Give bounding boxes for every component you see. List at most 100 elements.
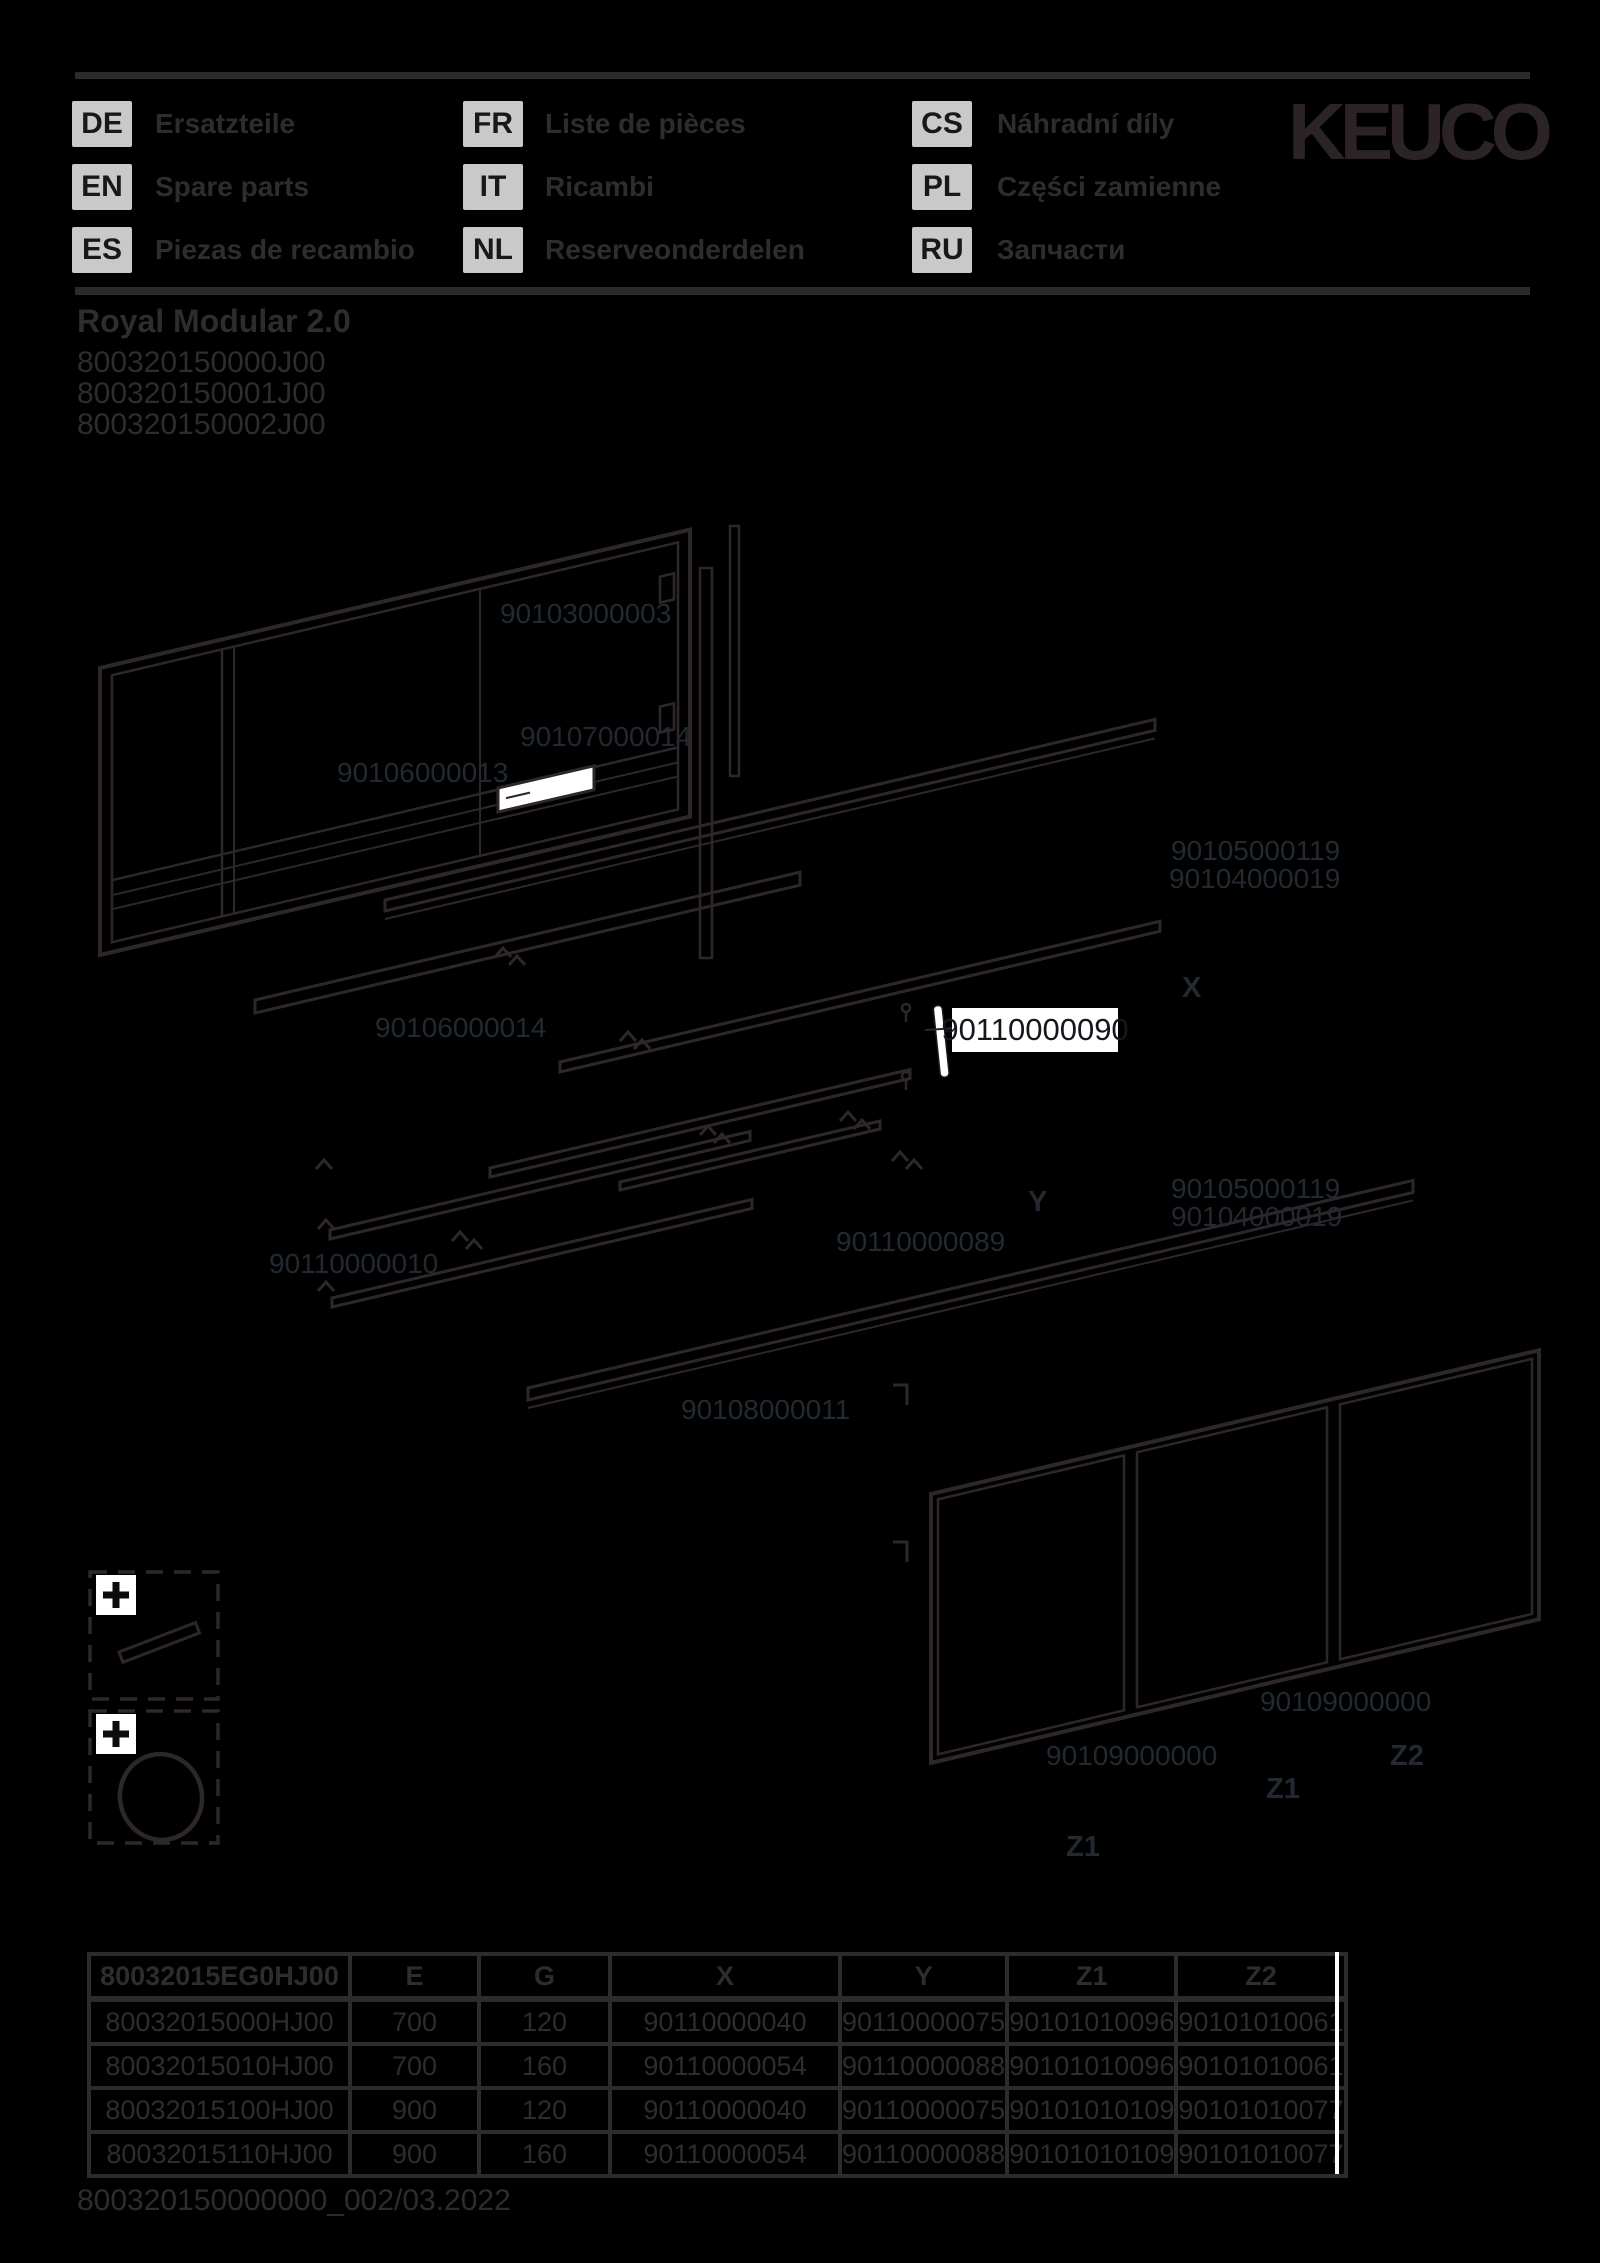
cell-x: 90110000054: [608, 2130, 842, 2178]
top-rule: [75, 72, 1530, 79]
part-label: 90107000014: [520, 721, 692, 752]
dimension-label-y: Y: [1028, 1186, 1048, 1218]
panel-bracket: [893, 1385, 907, 1405]
language-label-pl: Części zamienne: [997, 171, 1222, 202]
cell-z1: 90101010096: [1005, 2042, 1179, 2090]
document-number: 800320150000000_002/03.2022: [77, 2184, 511, 2217]
part-label: 90105000119: [1171, 1173, 1341, 1204]
language-badge-fr: FR: [463, 101, 523, 147]
cell-z2: 90101010061: [1174, 1997, 1348, 2046]
language-row-it: IT Ricambi: [463, 164, 654, 210]
language-row-pl: PL Części zamienne: [912, 164, 1221, 210]
column-header-y: Y: [837, 1952, 1010, 2002]
plus-icon: [96, 1714, 136, 1754]
hinge-pin-part: [933, 1005, 949, 1078]
language-badge-es: ES: [72, 227, 132, 273]
plus-icon: [96, 1575, 136, 1615]
side-profiles: [700, 526, 739, 958]
language-label-es: Piezas de recambio: [155, 234, 415, 265]
model-suffix: 0HJ00: [259, 1960, 339, 1991]
cell-e: 700: [348, 1997, 481, 2046]
language-badge-ru: RU: [912, 227, 972, 273]
cell-model: 80032015110HJ00: [87, 2130, 352, 2178]
column-header-x: X: [608, 1952, 842, 2002]
part-label: 90106000013: [337, 757, 509, 788]
product-code: 800320150000J00: [77, 346, 326, 379]
led-driver-part: [498, 766, 594, 812]
cell-x: 90110000040: [608, 2086, 842, 2134]
cell-g: 160: [477, 2130, 612, 2178]
product-codes: 800320150000J00 800320150001J00 80032015…: [77, 347, 326, 440]
exploded-view-diagram: [0, 480, 1600, 1900]
highlighted-part-label: 90110000090: [941, 1008, 1129, 1052]
variants-table: 80032015EG0HJ00 E G X Y Z1 Z2 8003201500…: [87, 1952, 1348, 2178]
cell-model: 80032015100HJ00: [87, 2086, 352, 2134]
panel-bracket: [893, 1542, 907, 1562]
language-badge-cs: CS: [912, 101, 972, 147]
part-label: 90104000019: [1171, 1201, 1343, 1232]
column-header-z1: Z1: [1005, 1952, 1179, 2002]
model-prefix: 80032015: [100, 1960, 221, 1991]
cell-g: 120: [477, 1997, 612, 2046]
clip-fasteners: [316, 948, 922, 1291]
column-header-e: E: [348, 1952, 481, 2002]
table-row: 80032015100HJ00 900 120 90110000040 9011…: [87, 2086, 1348, 2134]
language-label-cs: Náhradní díly: [997, 108, 1175, 139]
column-header-z2: Z2: [1174, 1952, 1348, 2002]
part-label: 90110000010: [269, 1248, 439, 1279]
product-code: 800320150001J00: [77, 377, 326, 410]
part-label: 90110000089: [836, 1226, 1006, 1257]
detail-callout-2: [90, 1711, 218, 1849]
language-label-it: Ricambi: [545, 171, 654, 202]
cell-e: 900: [348, 2130, 481, 2178]
language-row-ru: RU Запчасти: [912, 227, 1125, 273]
cell-model: 80032015000HJ00: [87, 1997, 352, 2046]
keuco-logo: KEUCO: [1288, 87, 1553, 176]
language-label-fr: Liste de pièces: [545, 108, 746, 139]
language-label-nl: Reserveonderdelen: [545, 234, 805, 265]
cell-z2: 90101010077: [1174, 2086, 1348, 2134]
detail-callout-1: [90, 1572, 218, 1699]
column-header-g: G: [477, 1952, 612, 2002]
cell-z1: 90101010096: [1005, 1997, 1179, 2046]
dimension-label-z1: Z1: [1266, 1773, 1300, 1805]
cell-y: 90110000088: [837, 2042, 1010, 2090]
cabinet-body: [100, 530, 690, 955]
language-label-de: Ersatzteile: [155, 108, 296, 139]
cell-z1: 90101010109: [1005, 2130, 1179, 2178]
cell-model: 80032015010HJ00: [87, 2042, 352, 2090]
mounting-rails: [255, 719, 1413, 1408]
cell-x: 90110000040: [608, 1997, 842, 2046]
model-eg: EG: [220, 1960, 260, 1991]
cell-y: 90110000075: [837, 1997, 1010, 2046]
table-row: 80032015000HJ00 700 120 90110000040 9011…: [87, 1997, 1348, 2046]
language-row-es: ES Piezas de recambio: [72, 227, 415, 273]
language-row-de: DE Ersatzteile: [72, 101, 295, 147]
cell-e: 700: [348, 2042, 481, 2090]
language-row-nl: NL Reserveonderdelen: [463, 227, 805, 273]
table-row: 80032015110HJ00 900 160 90110000054 9011…: [87, 2130, 1348, 2178]
part-label: 90105000119: [1171, 835, 1341, 866]
cell-x: 90110000054: [608, 2042, 842, 2090]
cell-z2: 90101010061: [1174, 2042, 1348, 2090]
header-bottom-rule: [75, 287, 1530, 295]
cell-y: 90110000075: [837, 2086, 1010, 2134]
cell-y: 90110000088: [837, 2130, 1010, 2178]
language-row-en: EN Spare parts: [72, 164, 309, 210]
language-row-fr: FR Liste de pièces: [463, 101, 746, 147]
part-label: 90109000000: [1046, 1740, 1218, 1771]
cell-g: 120: [477, 2086, 612, 2134]
part-label: 90104000019: [1169, 863, 1341, 894]
language-badge-nl: NL: [463, 227, 523, 273]
language-badge-en: EN: [72, 164, 132, 210]
language-badge-pl: PL: [912, 164, 972, 210]
language-label-en: Spare parts: [155, 171, 310, 202]
dimension-label-z2: Z2: [1390, 1740, 1424, 1772]
language-badge-it: IT: [463, 164, 523, 210]
table-right-white-strip: [1335, 1952, 1339, 2174]
cell-z1: 90101010109: [1005, 2086, 1179, 2134]
mirror-panels: [931, 1350, 1539, 1763]
column-header-model: 80032015EG0HJ00: [87, 1952, 352, 2002]
language-label-ru: Запчасти: [997, 234, 1126, 265]
product-code: 800320150002J00: [77, 408, 326, 441]
